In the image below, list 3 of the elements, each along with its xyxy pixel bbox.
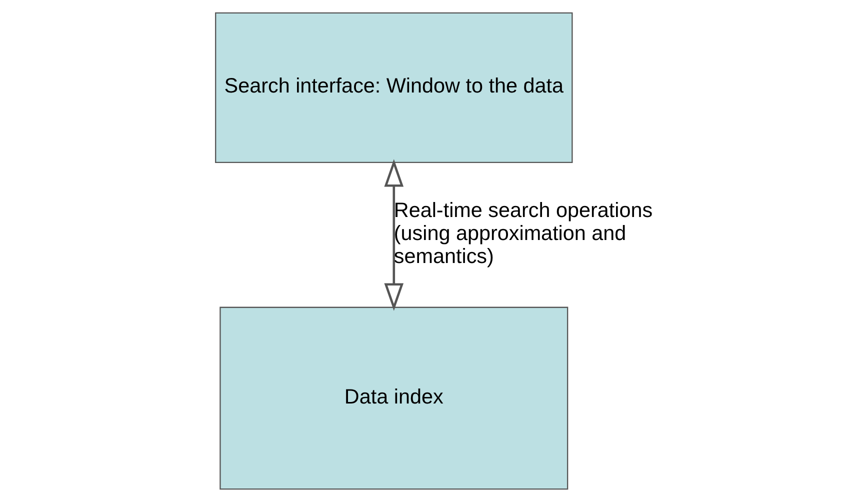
node-box: Data index bbox=[220, 306, 568, 490]
arrow bbox=[384, 159, 404, 311]
node-box: Search interface: Window to the data bbox=[215, 12, 573, 163]
